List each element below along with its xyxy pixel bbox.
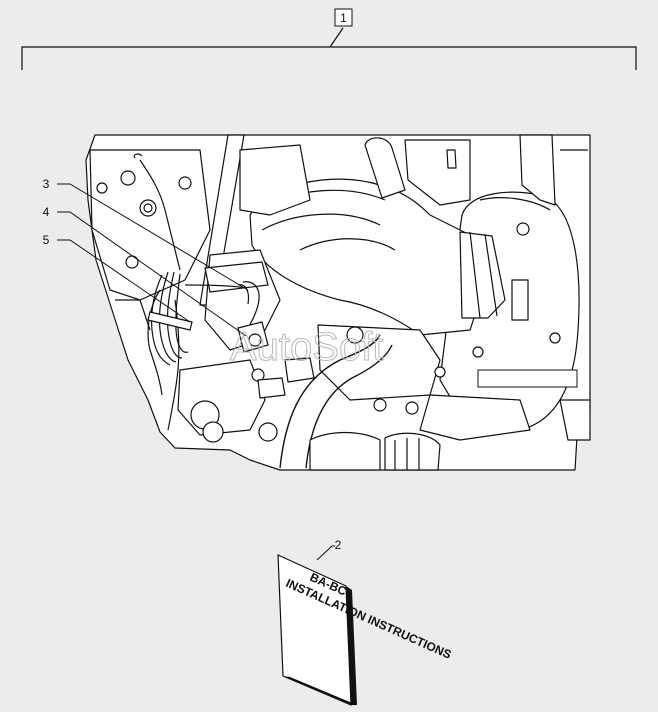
callout-3: 3 [43, 177, 50, 191]
coolant-hose [279, 334, 381, 469]
kit-bracket [21, 27, 637, 70]
callout-4: 4 [43, 205, 50, 219]
callout-1: 1 [340, 11, 347, 25]
callout-2: 2 [335, 538, 342, 552]
watermark: AutoSoft [230, 325, 383, 369]
engine-illustration [85, 134, 591, 471]
label-strip [477, 369, 578, 388]
instruction-booklet: BA-BC INSTALLATION INSTRUCTIONS [277, 554, 453, 706]
callout-5: 5 [43, 233, 50, 247]
callout-1-box [334, 8, 353, 27]
wiring-harness [133, 153, 269, 431]
callout-leaders [57, 183, 335, 561]
